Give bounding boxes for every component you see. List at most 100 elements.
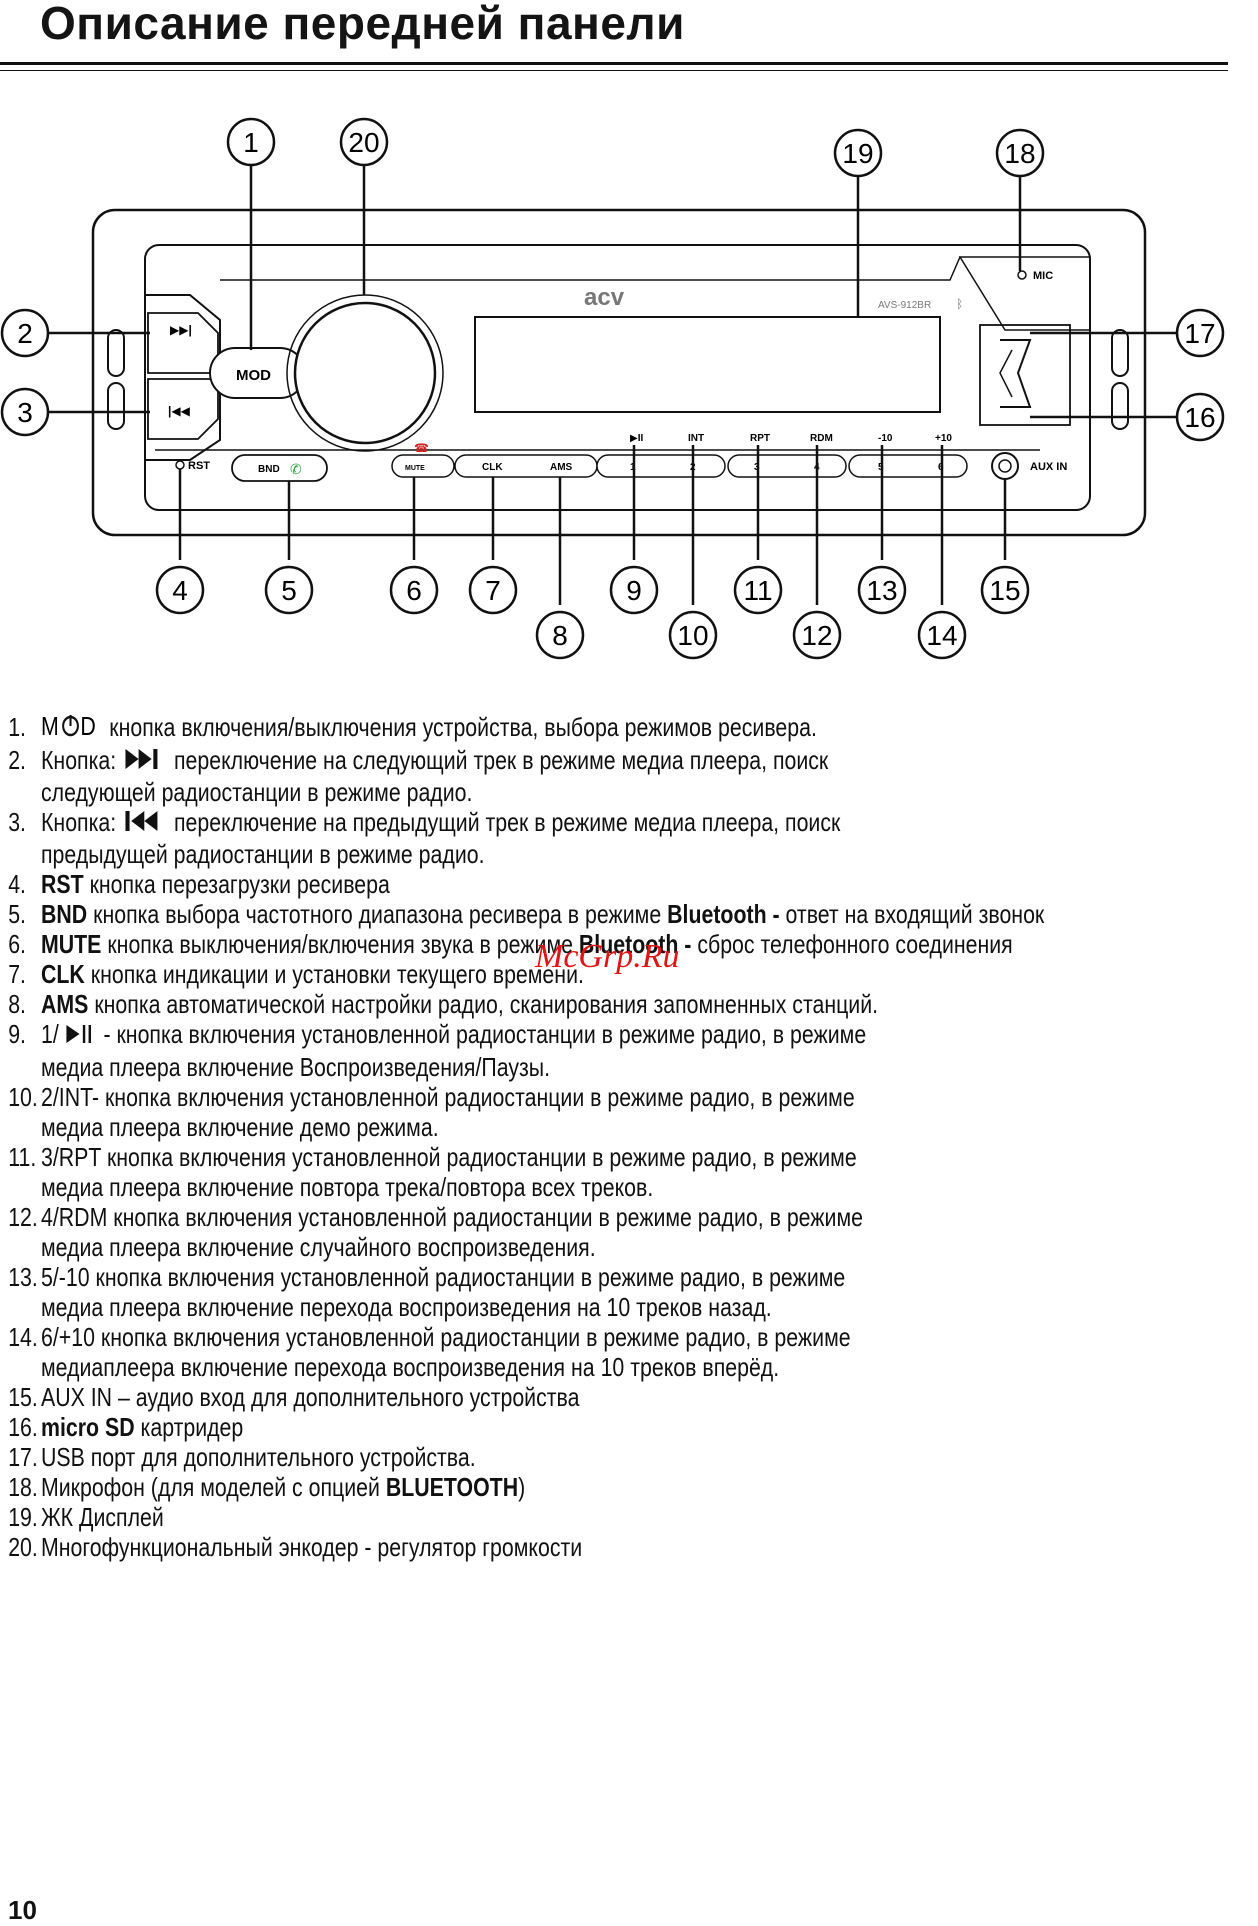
list-item: 12.4/RDM кнопка включения установленной … (0, 1202, 1255, 1262)
item-number: 7. (8, 959, 26, 990)
list-item: 19.ЖК Дисплей (0, 1502, 1255, 1532)
prev-button[interactable] (147, 378, 219, 440)
item-text: кнопка индикации и установки текущего вр… (90, 959, 584, 990)
callout-number: 7 (485, 575, 501, 606)
callout-number: 20 (348, 127, 379, 158)
item-keyword-2: BLUETOOTH (385, 1471, 519, 1502)
item-body: Кнопка: переключение на предыдущий трек … (41, 807, 840, 837)
left-grip (107, 329, 125, 377)
play-pause-icon-svg (66, 1024, 91, 1043)
callout-number: 1 (243, 127, 259, 158)
callout-number: 11 (743, 575, 772, 606)
item-text: Микрофон (для моделей с опцией (41, 1471, 380, 1502)
callout-number: 19 (842, 138, 873, 169)
item-text: кнопка автоматической настройки радио, с… (94, 989, 879, 1020)
callout-circle (535, 610, 585, 660)
list-item: 5. BND кнопка выбора частотного диапазона… (0, 899, 1255, 929)
mute-button[interactable] (391, 454, 455, 478)
callout-circle (733, 565, 783, 615)
item-prefix: Кнопка: (41, 807, 117, 838)
item-number: 14. (8, 1321, 38, 1352)
bnd-label: BND (258, 464, 280, 475)
item-text: 6/+10 кнопка включения установленной рад… (41, 1321, 851, 1352)
list-item: 4.RST кнопка перезагрузки ресивера (0, 869, 1255, 899)
item-body: Многофункциональный энкодер - регулятор … (41, 1532, 582, 1562)
clk-label: CLK (482, 462, 503, 473)
play-pause-label: ▶II (630, 433, 643, 444)
list-item: 16.micro SD картридер (0, 1412, 1255, 1442)
hangup-icon: ☎ (414, 441, 429, 455)
item-continuation: медиа плеера включение Воспроизведения/П… (41, 1051, 551, 1082)
ams-label: AMS (550, 462, 573, 473)
item-number: 12. (8, 1201, 38, 1232)
svg-text:M: M (41, 713, 59, 739)
item-number: 11. (8, 1141, 37, 1172)
list-item: 3.Кнопка: переключение на предыдущий тре… (0, 807, 1255, 869)
model-label: AVS-912BR (878, 300, 931, 311)
item-text: кнопка включения/выключения устройства, … (109, 712, 817, 742)
volume-encoder[interactable] (293, 301, 437, 445)
next-button[interactable] (147, 312, 219, 374)
item-body: 2/INT- кнопка включения установленной ра… (41, 1082, 855, 1112)
prev-track-icon-svg (125, 811, 158, 832)
item-body: 6/+10 кнопка включения установленной рад… (41, 1322, 851, 1352)
mute-label: MUTE (405, 465, 425, 472)
item-keyword-2: Bluetooth - (667, 899, 780, 930)
list-item: 8.AMS кнопка автоматической настройки ра… (0, 989, 1255, 1019)
answer-call-icon: ✆ (290, 461, 302, 477)
usb-sd-slot[interactable] (979, 324, 1071, 426)
item-prefix: 1/ (41, 1019, 59, 1050)
item-number: 4. (8, 869, 26, 900)
item-number: 8. (8, 989, 26, 1020)
callout-circle (917, 610, 967, 660)
panel-contour (220, 256, 961, 281)
mod-button-label: MOD (236, 367, 271, 384)
right-grip (1111, 329, 1129, 377)
item-prefix: Кнопка: (41, 745, 117, 776)
callout-circle (389, 565, 439, 615)
slot-cover (999, 349, 1013, 398)
item-text: AUX IN – аудио вход для дополнительного … (41, 1381, 580, 1412)
aux-label: AUX IN (1030, 461, 1067, 473)
item-continuation: предыдущей радиостанции в режиме радио. (41, 839, 485, 870)
callout-circle (833, 128, 883, 178)
preset-3-4-button[interactable] (727, 454, 847, 478)
rst-hole[interactable] (175, 460, 185, 470)
item-number: 17. (8, 1441, 38, 1472)
list-item: 9.1/ - кнопка включения установленной ра… (0, 1019, 1255, 1081)
callout-number: 3 (17, 397, 33, 428)
callout-circle (995, 128, 1045, 178)
callout-circle (468, 565, 518, 615)
leader-lines (45, 142, 1180, 605)
callout-number: 12 (801, 620, 832, 651)
clk-ams-button[interactable] (454, 454, 598, 478)
callout-circle (1175, 308, 1225, 358)
prev-button-label: |◀◀ (168, 404, 191, 418)
item-text: ЖК Дисплей (41, 1501, 164, 1532)
item-number: 2. (8, 745, 26, 776)
item-continuation: медиа плеера включение случайного воспро… (41, 1231, 596, 1262)
item-number: 1. (8, 712, 26, 742)
item-number: 5. (8, 899, 26, 930)
callout-number: 8 (552, 620, 568, 651)
callout-number: 17 (1184, 318, 1215, 349)
callout-circle (155, 565, 205, 615)
minus10-label: -10 (878, 433, 893, 444)
preset-5-6-button[interactable] (848, 454, 968, 478)
preset-1-2-button[interactable] (596, 454, 726, 478)
callout-circle (668, 610, 718, 660)
mic-panel (958, 256, 1091, 331)
item-body: Микрофон (для моделей с опцией BLUETOOTH… (41, 1472, 525, 1502)
callout-circle (339, 117, 389, 167)
item-body: 5/-10 кнопка включения установленной рад… (41, 1262, 845, 1292)
aux-jack[interactable] (991, 452, 1019, 480)
item-body: BND кнопка выбора частотного диапазона р… (41, 899, 1044, 929)
item-body: CLK кнопка индикации и установки текущег… (41, 959, 584, 989)
callout-circle (980, 565, 1030, 615)
item-body: Кнопка: переключение на следующий трек в… (41, 745, 828, 775)
bnd-button[interactable] (231, 454, 328, 482)
list-item: 17.USB порт для дополнительного устройст… (0, 1442, 1255, 1472)
callout-circle (1175, 392, 1225, 442)
